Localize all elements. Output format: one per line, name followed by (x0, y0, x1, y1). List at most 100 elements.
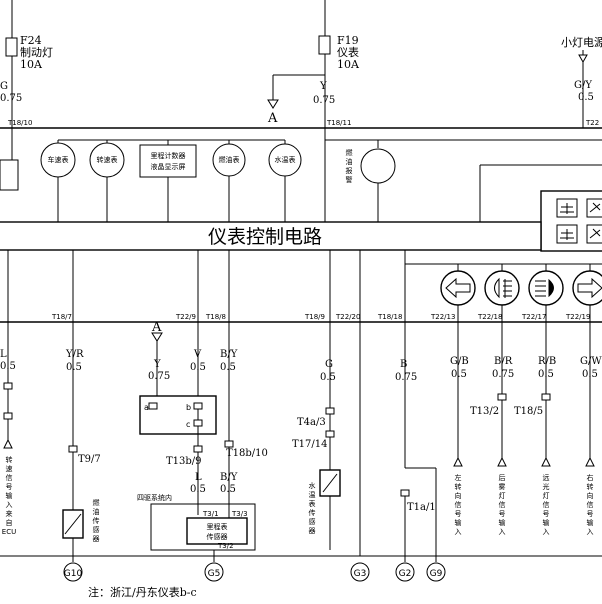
rightTurn-line: 转 (587, 482, 594, 491)
connector-t13-2-label: T13/2 (470, 406, 499, 417)
connector-t9-7-label: T9/7 (78, 454, 101, 465)
wire-gb-gauge: 0.5 (451, 369, 467, 380)
wire-gw-color: G/W (580, 356, 602, 367)
indicator-symbol-4 (586, 224, 602, 244)
top-wire-gy-gauge: 0.5 (578, 92, 594, 103)
ground-g2: G2 (395, 562, 415, 582)
rightTurn-line: 信 (587, 500, 594, 509)
connector-t9-7 (68, 445, 78, 453)
turnSignalEcu-line: ECU (2, 528, 16, 536)
arrow-a-bottom (151, 332, 163, 342)
relay-pin-b-label: b (186, 403, 191, 412)
waterSensor-line: 水 (309, 481, 316, 490)
wire-g-gauge: 0.5 (320, 372, 336, 383)
fuelSensor-line: 器 (93, 535, 100, 543)
wire-br-color: B/R (494, 356, 513, 367)
fuse-f24-rating: 10A (20, 58, 43, 71)
fuelAlarm-line: 油 (346, 157, 353, 166)
connector-t3-1-label: T3/1 (202, 510, 219, 518)
top-connector-t18-10: T18/10 (7, 119, 32, 127)
leftTurn-line: 号 (455, 510, 462, 518)
small-light-power-label: 小灯电源 (561, 35, 602, 49)
bottom-connector-t18-7: T18/7 (51, 313, 72, 321)
arrow-right-turn (585, 456, 595, 467)
highBeam-line: 输 (543, 518, 550, 527)
bottom-connector-t22-18: T22/18 (477, 313, 502, 321)
connector-t18b-10-label: T18b/10 (226, 448, 268, 459)
highBeam-line: 信 (543, 500, 550, 509)
lower-wire-by-gauge: 0.5 (220, 484, 236, 495)
lower-wire-by-color: B/Y (220, 472, 238, 483)
wire-br-gauge: 0.75 (492, 369, 514, 380)
connector-t13b-9 (193, 445, 203, 453)
wire-yr-gauge: 0.5 (66, 362, 82, 373)
leftTurn-line: 向 (455, 491, 462, 500)
wire-gw-gauge: 0.5 (582, 369, 598, 380)
svg-text:G5: G5 (208, 569, 221, 579)
top-wire-y-gauge: 0.75 (313, 95, 335, 106)
relay-box (139, 395, 217, 435)
wire-b-color: B (400, 359, 407, 370)
odometer-sensor-label-1: 里程表 (207, 522, 228, 531)
connector-t17-14 (325, 430, 335, 438)
leftTurn-line: 左 (455, 473, 462, 482)
fuse-f19 (318, 35, 331, 55)
leftTurn-line: 输 (455, 518, 462, 527)
connector-t3-3-label: T3/3 (231, 510, 248, 518)
arrow-small-light (578, 54, 588, 64)
rightTurn-line: 输 (587, 518, 594, 527)
rightTurn-line: 号 (587, 510, 594, 518)
bottom-connector-t22-19: T22/19 (565, 313, 590, 321)
connector-t13-2 (497, 393, 507, 401)
ground-g9: G9 (426, 562, 446, 582)
connector-t18-5 (541, 393, 551, 401)
turnSignalEcu-line: 转 (6, 455, 13, 464)
rearFog-line: 雾 (499, 483, 506, 491)
fuelAlarm-line: 警 (346, 175, 353, 184)
leftTurn-line: 信 (455, 500, 462, 509)
fuse-f19-name: 仪表 (337, 45, 359, 59)
svg-text:G3: G3 (354, 569, 367, 579)
lower-wire-l-color: L (195, 472, 202, 483)
relay-pin-c-label: c (186, 420, 190, 429)
turnSignalEcu-line: 信 (6, 473, 13, 482)
indicator-symbol-2 (556, 224, 578, 244)
bottom-connector-t22-17: T22/17 (521, 313, 546, 321)
wire-gb-color: G/B (450, 356, 469, 367)
arrow-a-top-label: A (267, 111, 278, 126)
wire-b-gauge: 0.75 (395, 372, 417, 383)
water-temp-gauge-label: 水温表 (275, 155, 296, 164)
ground-g10: G10 (63, 562, 83, 582)
top-wire-gy-color: G/Y (574, 80, 592, 91)
fuelSensor-line: 感 (93, 525, 100, 534)
svg-text:G10: G10 (64, 569, 83, 579)
turnSignalEcu-line: 入 (6, 501, 13, 509)
arrow-a-top (267, 99, 279, 109)
odometer-sensor-label-2: 传感器 (207, 532, 228, 541)
bottom-connector-t18-9: T18/9 (304, 313, 325, 321)
four-wheel-system-box (150, 503, 256, 551)
lower-wire-l-gauge: 0.5 (190, 484, 206, 495)
turnSignalEcu-line: 输 (6, 491, 13, 500)
waterSensor-line: 器 (309, 527, 316, 535)
fuse-f19-rating: 10A (337, 58, 360, 71)
rearFog-line: 号 (499, 510, 506, 518)
rightTurn-line: 入 (587, 528, 594, 536)
arrow-turn-signal (3, 438, 13, 449)
ground-g3: G3 (350, 562, 370, 582)
connector-t1a-1-label: T1a/1 (407, 502, 436, 513)
top-connector-t22: T22 (585, 119, 599, 127)
tachometer-label: 转速表 (97, 155, 118, 164)
wire-l-color: L (0, 349, 7, 360)
relay-pin-b (193, 402, 203, 410)
wire-rb-gauge: 0.5 (538, 369, 554, 380)
top-wire-g-color: G (0, 81, 8, 92)
indicator-symbol-3 (586, 198, 602, 218)
wire-by-gauge: 0.5 (220, 362, 236, 373)
fuelAlarm-line: 燃 (346, 148, 353, 157)
high-beam-icon (528, 270, 564, 306)
